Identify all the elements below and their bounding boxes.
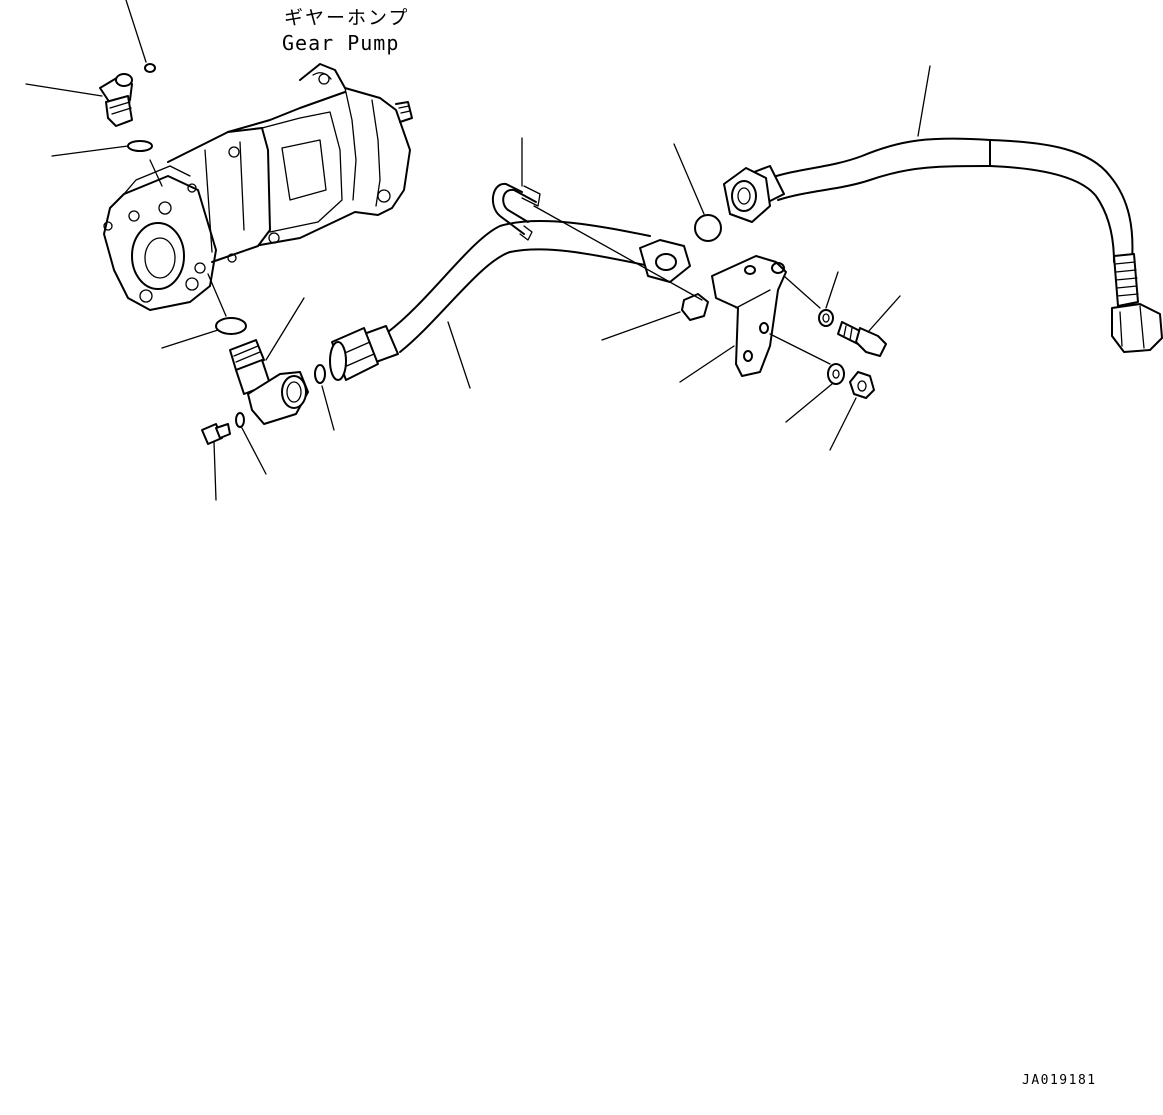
o-ring-5 [235, 412, 245, 428]
steel-tube [329, 219, 691, 381]
bolt [837, 321, 887, 357]
o-ring-4 [314, 364, 326, 384]
o-ring-3 [215, 317, 247, 335]
clip [681, 293, 709, 321]
leader-lines [25, 0, 931, 501]
washer-upper [818, 309, 834, 327]
bracket [711, 255, 787, 377]
ball-plug [694, 214, 722, 242]
gear-pump-label-jp: ギヤーホンプ [284, 7, 409, 29]
o-ring-top [144, 63, 156, 73]
u-bolt [491, 182, 541, 241]
washer-lower [827, 363, 845, 385]
nut [849, 371, 875, 399]
gear-pump [103, 63, 413, 311]
elbow-fitting-top [99, 73, 133, 127]
gear-pump-label-en: Gear Pump [282, 31, 399, 55]
drawing-code: JA019181 [1022, 1073, 1097, 1088]
elbow-fitting-lower [229, 339, 309, 425]
hose [723, 137, 1163, 353]
assembly-lines [149, 159, 831, 365]
plug [201, 423, 231, 445]
o-ring-2 [127, 140, 153, 152]
